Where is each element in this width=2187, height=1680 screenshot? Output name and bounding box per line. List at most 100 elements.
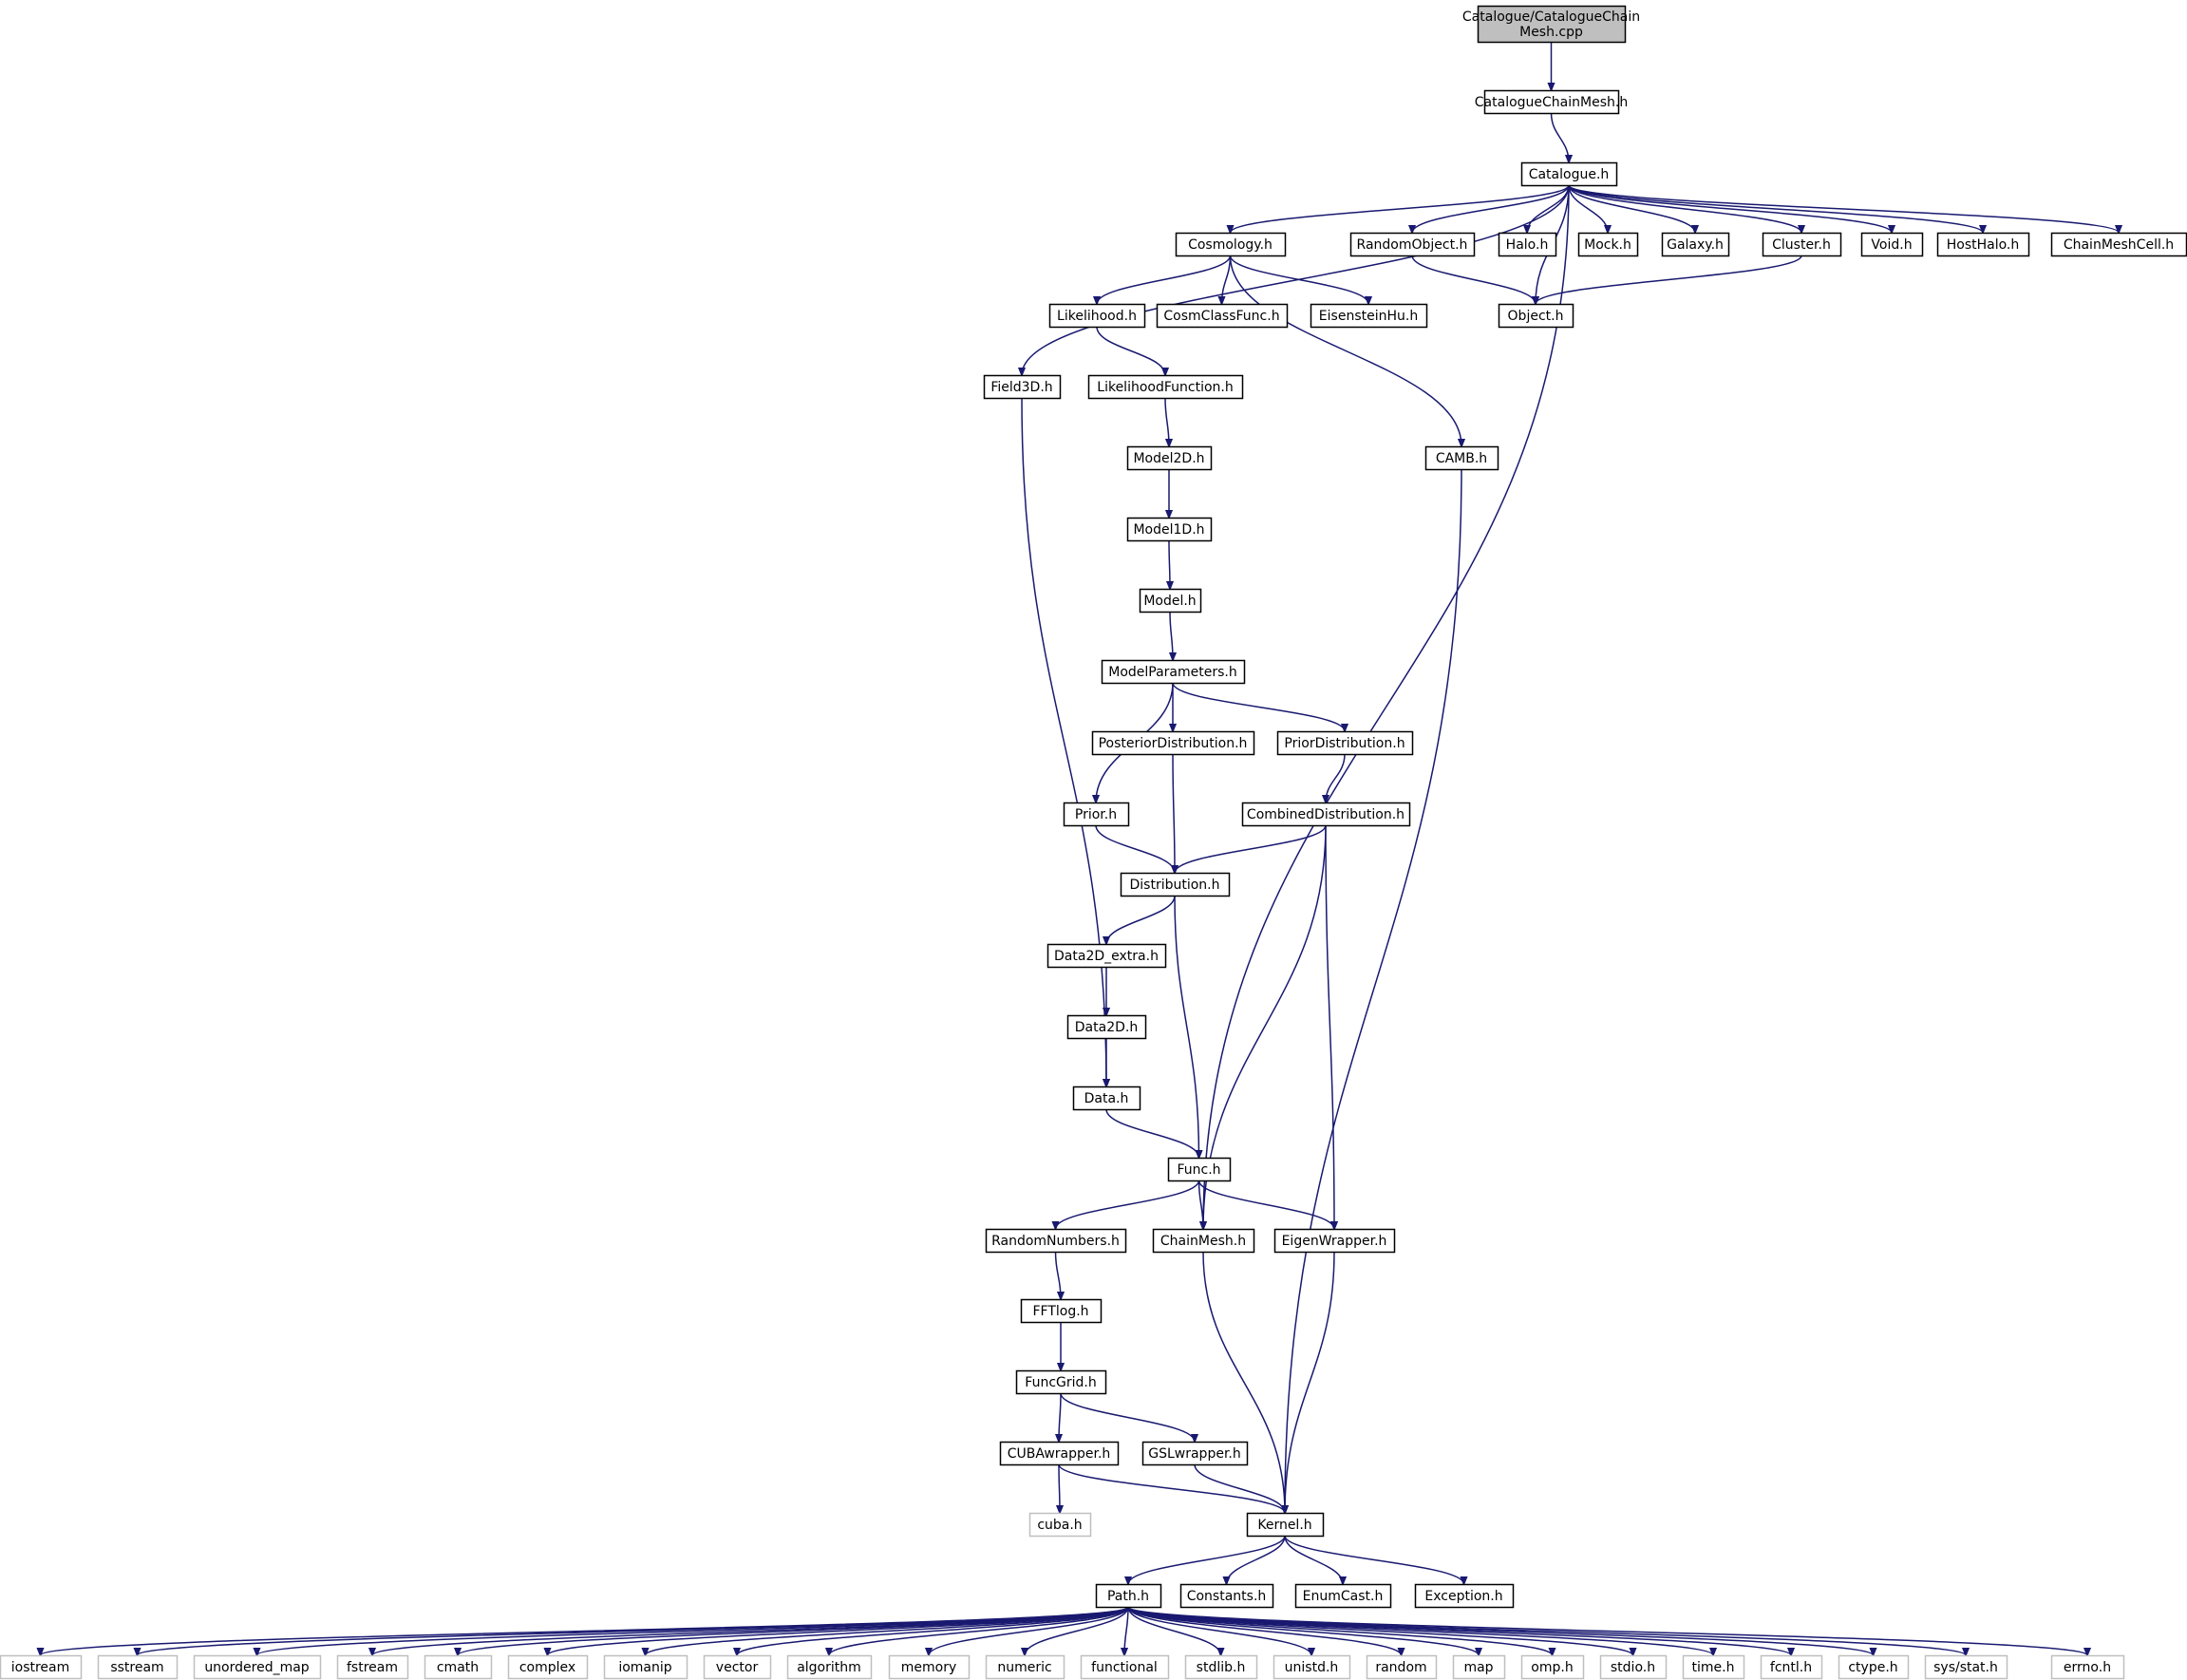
node-box-prior[interactable] — [1063, 802, 1130, 827]
node-chainmesh[interactable]: ChainMesh.h — [1152, 1228, 1255, 1254]
node-data[interactable]: Data.h — [1072, 1085, 1141, 1111]
node-eigenwrapper[interactable]: EigenWrapper.h — [1273, 1228, 1396, 1254]
node-prior[interactable]: Prior.h — [1063, 802, 1130, 827]
node-cluster[interactable]: Cluster.h — [1762, 232, 1842, 257]
node-box-halo[interactable] — [1498, 232, 1557, 257]
node-box-chainmesh[interactable] — [1152, 1228, 1255, 1254]
node-box-ccm_h[interactable] — [1483, 89, 1620, 115]
node-box-object[interactable] — [1498, 303, 1574, 329]
node-modelparameters[interactable]: ModelParameters.h — [1101, 659, 1246, 685]
node-box-model1d[interactable] — [1126, 517, 1213, 542]
edge-catalogue-to-cosmology — [1231, 184, 1570, 233]
edge-cluster-to-object — [1536, 255, 1802, 304]
node-distribution[interactable]: Distribution.h — [1120, 872, 1231, 897]
node-box-priordist[interactable] — [1276, 730, 1414, 756]
node-fftlog[interactable]: FFTlog.h — [1020, 1298, 1103, 1324]
node-enumcast[interactable]: EnumCast.h — [1294, 1583, 1392, 1609]
node-box-likelihoodfunction[interactable] — [1087, 374, 1244, 400]
node-chainmeshcell[interactable]: ChainMeshCell.h — [2050, 232, 2187, 257]
node-box-root[interactable] — [1477, 5, 1627, 44]
node-root[interactable]: Catalogue/CatalogueChainMesh.cpp — [1462, 5, 1640, 44]
node-path[interactable]: Path.h — [1095, 1583, 1162, 1609]
edge-path-to-numeric — [1025, 1606, 1129, 1655]
node-model[interactable]: Model.h — [1139, 588, 1202, 613]
node-box-catalogue[interactable] — [1520, 161, 1618, 187]
node-data2d_extra[interactable]: Data2D_extra.h — [1046, 943, 1167, 969]
node-likelihood[interactable]: Likelihood.h — [1048, 303, 1146, 329]
node-halo[interactable]: Halo.h — [1498, 232, 1557, 257]
node-funcgrid[interactable]: FuncGrid.h — [1015, 1369, 1107, 1395]
node-eisensteinhu[interactable]: EisensteinHu.h — [1310, 303, 1428, 329]
node-box-iostream — [0, 1654, 83, 1680]
node-box-exception[interactable] — [1414, 1583, 1515, 1609]
node-cosmclassfunc[interactable]: CosmClassFunc.h — [1156, 303, 1289, 329]
node-box-eisensteinhu[interactable] — [1310, 303, 1428, 329]
node-box-funcgrid[interactable] — [1015, 1369, 1107, 1395]
node-catalogue[interactable]: Catalogue.h — [1520, 161, 1618, 187]
node-model2d[interactable]: Model2D.h — [1126, 445, 1213, 471]
node-box-data[interactable] — [1072, 1085, 1141, 1111]
node-hosthalo[interactable]: HostHalo.h — [1936, 232, 2030, 257]
node-box-galaxy[interactable] — [1661, 232, 1730, 257]
node-box-constants[interactable] — [1179, 1583, 1274, 1609]
node-cosmology[interactable]: Cosmology.h — [1175, 232, 1287, 257]
node-likelihoodfunction[interactable]: LikelihoodFunction.h — [1087, 374, 1244, 400]
node-box-posteriordist[interactable] — [1091, 730, 1255, 756]
node-cubawrapper[interactable]: CUBAwrapper.h — [999, 1441, 1120, 1466]
node-label-cuba: cuba.h — [1037, 1518, 1082, 1533]
node-data2d[interactable]: Data2D.h — [1066, 1014, 1147, 1040]
node-box-void[interactable] — [1860, 232, 1924, 257]
node-box-omp — [1520, 1654, 1585, 1680]
node-box-model[interactable] — [1139, 588, 1202, 613]
node-box-data2d[interactable] — [1066, 1014, 1147, 1040]
node-box-path[interactable] — [1095, 1583, 1162, 1609]
node-box-chainmeshcell[interactable] — [2050, 232, 2187, 257]
node-func[interactable]: Func.h — [1167, 1157, 1232, 1182]
node-constants[interactable]: Constants.h — [1179, 1583, 1274, 1609]
node-box-memory — [888, 1654, 971, 1680]
node-exception[interactable]: Exception.h — [1414, 1583, 1515, 1609]
node-object[interactable]: Object.h — [1498, 303, 1574, 329]
node-box-gslwrapper[interactable] — [1141, 1441, 1249, 1466]
node-mock[interactable]: Mock.h — [1577, 232, 1639, 257]
node-void[interactable]: Void.h — [1860, 232, 1924, 257]
node-box-field3d[interactable] — [983, 374, 1062, 400]
node-box-likelihood[interactable] — [1048, 303, 1146, 329]
node-randomnumbers[interactable]: RandomNumbers.h — [985, 1228, 1127, 1254]
node-combineddist[interactable]: CombinedDistribution.h — [1241, 802, 1411, 827]
node-box-sstream — [97, 1654, 179, 1680]
node-field3d[interactable]: Field3D.h — [983, 374, 1062, 400]
node-priordist[interactable]: PriorDistribution.h — [1276, 730, 1414, 756]
node-model1d[interactable]: Model1D.h — [1126, 517, 1213, 542]
node-camb[interactable]: CAMB.h — [1424, 445, 1499, 471]
node-box-data2d_extra[interactable] — [1046, 943, 1167, 969]
node-box-model2d[interactable] — [1126, 445, 1213, 471]
edge-kernel-to-exception — [1284, 1535, 1464, 1584]
node-box-stdlib — [1184, 1654, 1258, 1680]
node-label-randomobject: RandomObject.h — [1357, 237, 1468, 253]
edge-modelparameters-to-priordist — [1172, 682, 1345, 731]
node-box-enumcast[interactable] — [1294, 1583, 1392, 1609]
node-box-camb[interactable] — [1424, 445, 1499, 471]
node-box-cluster[interactable] — [1762, 232, 1842, 257]
node-box-hosthalo[interactable] — [1936, 232, 2030, 257]
node-box-mock[interactable] — [1577, 232, 1639, 257]
node-posteriordist[interactable]: PosteriorDistribution.h — [1091, 730, 1255, 756]
node-box-modelparameters[interactable] — [1101, 659, 1246, 685]
node-box-cosmclassfunc[interactable] — [1156, 303, 1289, 329]
node-randomobject[interactable]: RandomObject.h — [1349, 232, 1476, 257]
node-ccm_h[interactable]: CatalogueChainMesh.h — [1475, 89, 1628, 115]
node-box-distribution[interactable] — [1120, 872, 1231, 897]
node-box-cosmology[interactable] — [1175, 232, 1287, 257]
node-kernel[interactable]: Kernel.h — [1246, 1512, 1325, 1538]
node-box-cubawrapper[interactable] — [999, 1441, 1120, 1466]
node-box-fftlog[interactable] — [1020, 1298, 1103, 1324]
node-box-combineddist[interactable] — [1241, 802, 1411, 827]
node-box-kernel[interactable] — [1246, 1512, 1325, 1538]
node-box-func[interactable] — [1167, 1157, 1232, 1182]
node-box-randomobject[interactable] — [1349, 232, 1476, 257]
node-gslwrapper[interactable]: GSLwrapper.h — [1141, 1441, 1249, 1466]
node-galaxy[interactable]: Galaxy.h — [1661, 232, 1730, 257]
node-box-randomnumbers[interactable] — [985, 1228, 1127, 1254]
node-box-eigenwrapper[interactable] — [1273, 1228, 1396, 1254]
